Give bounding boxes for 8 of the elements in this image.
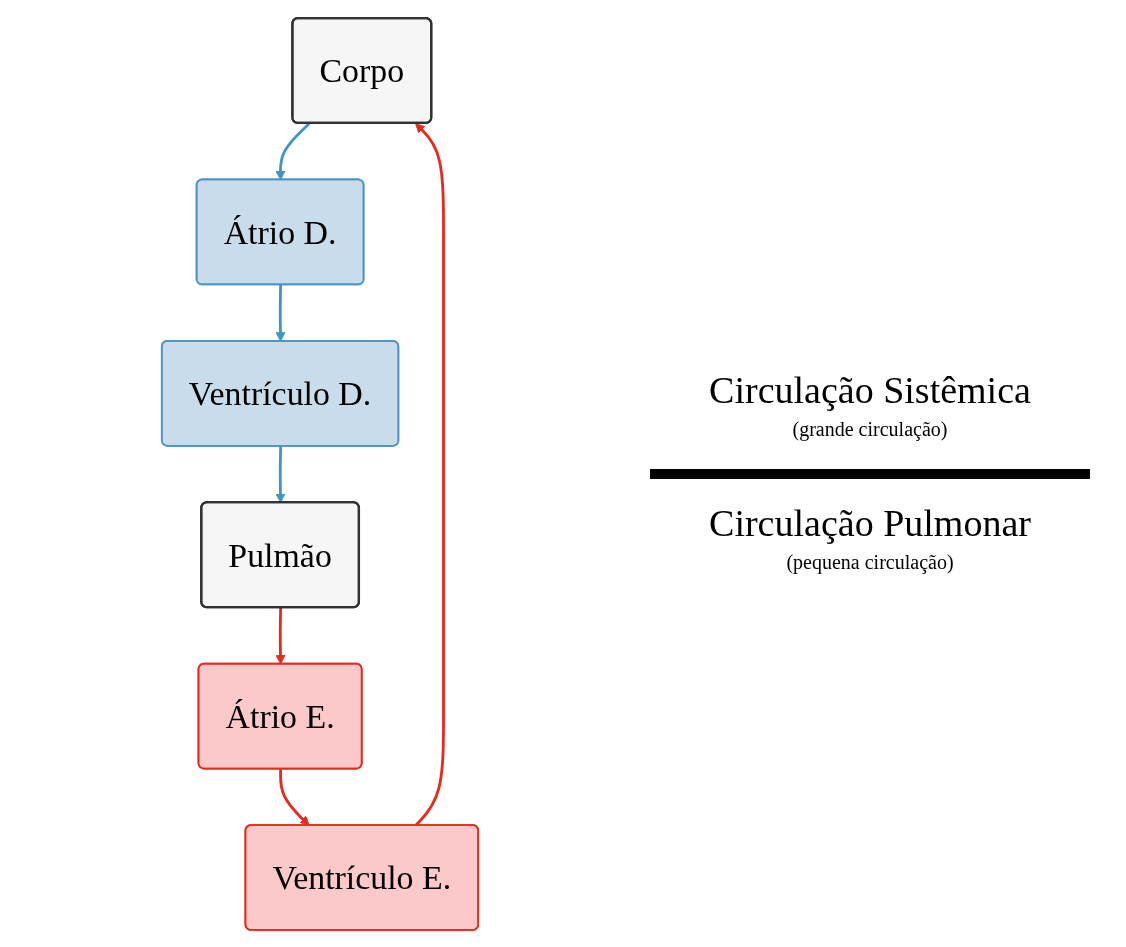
arrow bbox=[275, 284, 286, 342]
section-subtitle: (pequena circulação) bbox=[786, 550, 954, 574]
section-title: Circulação Pulmonar bbox=[709, 500, 1031, 545]
arrow bbox=[275, 607, 286, 665]
arrow bbox=[275, 122, 311, 180]
section-title: Circulação Sistêmica bbox=[709, 367, 1031, 412]
arrow bbox=[279, 768, 310, 826]
section-subtitle: (grande circulação) bbox=[792, 417, 948, 441]
